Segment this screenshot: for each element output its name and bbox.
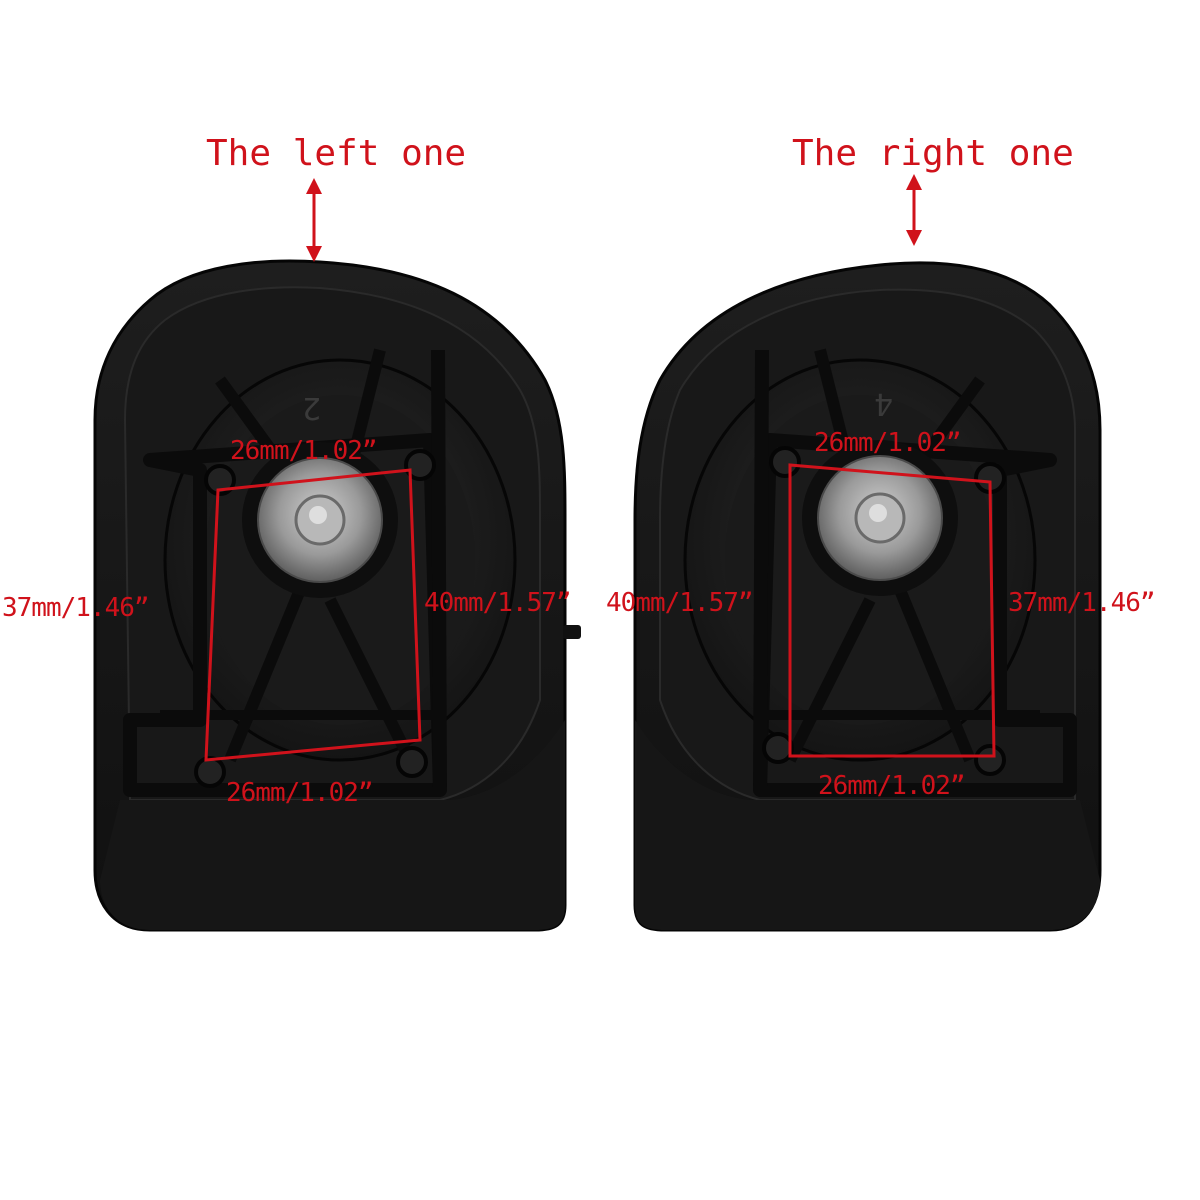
- left-mount-hole: [396, 746, 428, 778]
- left-spoke: [344, 348, 386, 472]
- left-part-number: 2: [302, 390, 322, 425]
- right-spoke: [894, 587, 976, 763]
- right-dimension-box: [788, 463, 996, 758]
- right-spoke: [784, 597, 876, 763]
- left-mount-hole: [204, 464, 236, 496]
- left-inner-height-label: 40mm/1.57”: [424, 588, 572, 618]
- left-bottom-width-label: 26mm/1.02”: [226, 778, 374, 808]
- left-axle-bolt-center: [309, 506, 327, 524]
- left-outer-height-label: 37mm/1.46”: [2, 593, 150, 623]
- right-bracket-rail: [753, 349, 769, 791]
- left-caster-wheel: [93, 259, 581, 932]
- right-inner-height-label: 40mm/1.57”: [606, 588, 754, 618]
- left-housing-base: [100, 720, 565, 930]
- left-bracket: [123, 433, 447, 797]
- right-housing-base: [635, 720, 1100, 930]
- left-side-pin: [563, 625, 581, 639]
- left-double-arrow: [306, 178, 322, 262]
- left-bracket-rail: [431, 349, 447, 791]
- right-top-width-label: 26mm/1.02”: [814, 428, 962, 458]
- left-mount-hole: [404, 449, 436, 481]
- right-outer-height-label: 37mm/1.46”: [1008, 588, 1156, 618]
- right-bottom-width-label: 26mm/1.02”: [818, 771, 966, 801]
- left-title: The left one: [206, 133, 467, 174]
- right-double-arrow: [906, 174, 922, 246]
- right-part-number: 4: [874, 386, 894, 421]
- right-axle-bolt-center: [869, 504, 887, 522]
- left-spoke: [324, 597, 416, 763]
- right-caster-wheel: [633, 261, 1102, 932]
- right-mount-hole: [974, 744, 1006, 776]
- left-top-width-label: 26mm/1.02”: [230, 436, 378, 466]
- left-dimension-box: [204, 468, 422, 762]
- right-title: The right one: [792, 133, 1074, 174]
- left-mount-hole: [194, 756, 226, 788]
- right-mount-hole: [769, 446, 801, 478]
- right-mount-hole: [762, 732, 794, 764]
- left-spoke: [224, 587, 306, 763]
- right-bracket: [753, 433, 1077, 797]
